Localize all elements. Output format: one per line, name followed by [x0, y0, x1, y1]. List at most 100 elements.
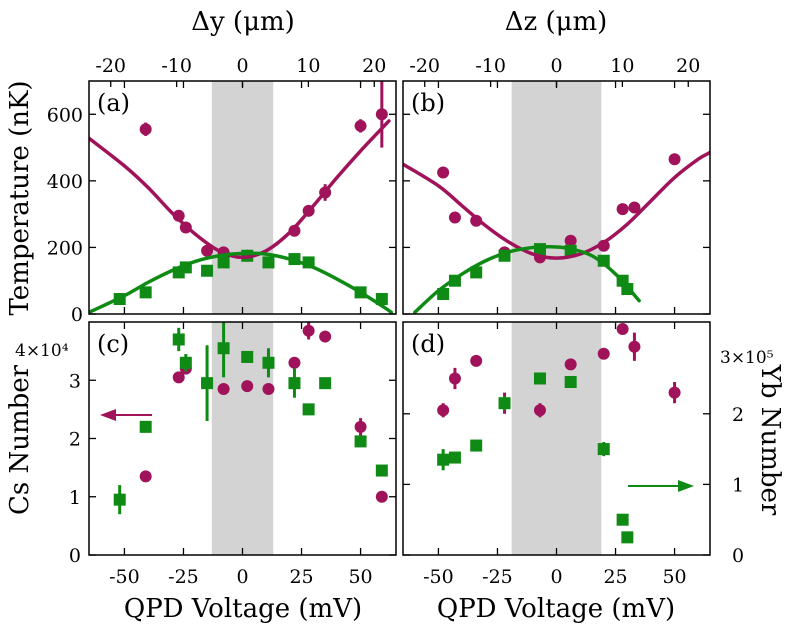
data-point-cs-d [621, 531, 634, 544]
shaded-region-b [511, 81, 602, 314]
data-point-yb-a [201, 244, 214, 257]
y-axis-title-cs-number: Cs Number [5, 364, 35, 515]
data-point-cs-c [288, 377, 301, 390]
data-point-cs-a [201, 264, 214, 277]
tick-label: 50 [662, 566, 686, 588]
fit-curve-cs-b [413, 244, 641, 314]
bottom-axis-title-right: QPD Voltage (mV) [437, 594, 675, 624]
data-point-yb-c [139, 470, 152, 483]
tick-label: 0 [69, 545, 81, 567]
tick-label: 200 [47, 237, 83, 259]
data-point-yb-c [375, 490, 388, 503]
panel-label-d: (d) [411, 330, 445, 358]
tick-label: 0 [732, 545, 744, 567]
data-point-yb-d [470, 354, 483, 367]
data-point-cs-c [139, 420, 152, 433]
data-point-yb-d [448, 372, 461, 385]
data-point-yb-d [533, 404, 546, 417]
tick-marks [89, 81, 710, 556]
fit-curve-yb-a [89, 119, 391, 260]
bottom-axis-title-left: QPD Voltage (mV) [124, 594, 362, 624]
data-point-yb-a [375, 108, 388, 121]
y-axis-title-yb-number: Yb Number [755, 364, 785, 516]
tick-label: 25 [603, 566, 627, 588]
tick-label: 3 [69, 370, 81, 392]
tick-label: 2 [732, 404, 744, 426]
tick-label: -20 [409, 55, 440, 77]
shaded-region-a [211, 81, 274, 314]
panel-label-a: (a) [97, 89, 130, 117]
data-point-yb-a [139, 123, 152, 136]
tick-label: -50 [423, 566, 454, 588]
cs-exponent-label: 4×10⁴ [15, 341, 69, 361]
y-axis-title-temperature: Temperature (nK) [5, 80, 35, 315]
tick-label: 0 [550, 55, 562, 77]
data-point-cs-c [201, 377, 214, 390]
tick-label: 50 [348, 566, 372, 588]
data-point-yb-d [437, 404, 450, 417]
data-point-yb-d [564, 358, 577, 371]
plot-area-a [89, 81, 394, 314]
data-point-yb-c [288, 356, 301, 369]
data-point-yb-c [172, 371, 185, 384]
data-point-yb-c [302, 324, 315, 337]
data-point-yb-b [616, 203, 629, 216]
data-point-cs-d [498, 397, 511, 410]
data-point-yb-a [354, 119, 367, 132]
data-point-yb-d [628, 340, 641, 353]
data-point-cs-c [179, 356, 192, 369]
data-point-cs-c [375, 464, 388, 477]
panel-label-c: (c) [97, 330, 129, 358]
tick-label: 25 [289, 566, 313, 588]
top-axis-title-right: Δz (μm) [505, 7, 608, 37]
plot-area-b [403, 150, 710, 314]
data-point-yb-d [597, 347, 610, 360]
tick-label: 400 [47, 171, 83, 193]
data-point-cs-c [354, 435, 367, 448]
data-point-cs-d [470, 439, 483, 452]
tick-label: -10 [161, 55, 192, 77]
data-point-cs-d [564, 376, 577, 389]
data-point-yb-c [354, 420, 367, 433]
data-point-cs-b [597, 254, 610, 267]
data-point-yb-c [319, 330, 332, 343]
fit-curve-cs-a [89, 251, 394, 314]
yb-exponent-label: 3×10⁵ [720, 348, 774, 368]
right-arrowhead-icon [678, 480, 694, 492]
plot-area-c [113, 322, 388, 515]
top-axis-title-left: Δy (μm) [191, 7, 295, 37]
panel-label-b: (b) [411, 89, 445, 117]
data-point-yb-b [448, 211, 461, 224]
data-point-cs-c [319, 377, 332, 390]
data-point-yb-c [241, 380, 254, 393]
tick-label: -25 [168, 566, 199, 588]
data-point-yb-c [217, 382, 230, 395]
data-point-cs-a [139, 286, 152, 299]
tick-label: 2 [69, 429, 81, 451]
left-arrowhead-icon [100, 409, 116, 421]
data-point-yb-b [564, 234, 577, 247]
data-point-cs-d [597, 443, 610, 456]
tick-label: 1 [732, 474, 744, 496]
tick-label: 0 [236, 55, 248, 77]
data-point-cs-d [437, 453, 450, 466]
shaded-region-d [511, 322, 602, 555]
tick-label: 1 [69, 487, 81, 509]
tick-label: 10 [296, 55, 320, 77]
data-point-yb-b [668, 153, 681, 166]
data-point-cs-c [172, 333, 185, 346]
tick-label: -10 [475, 55, 506, 77]
tick-label: 0 [236, 566, 248, 588]
plot-area-d [437, 323, 681, 544]
tick-label: 20 [362, 55, 386, 77]
data-point-yb-a [288, 224, 301, 237]
data-point-yb-b [437, 166, 450, 179]
tick-label: -25 [482, 566, 513, 588]
data-point-yb-c [262, 382, 275, 395]
data-point-cs-a [217, 256, 230, 269]
tick-label: 600 [47, 104, 83, 126]
data-point-cs-d [533, 372, 546, 385]
data-point-cs-c [113, 493, 126, 506]
